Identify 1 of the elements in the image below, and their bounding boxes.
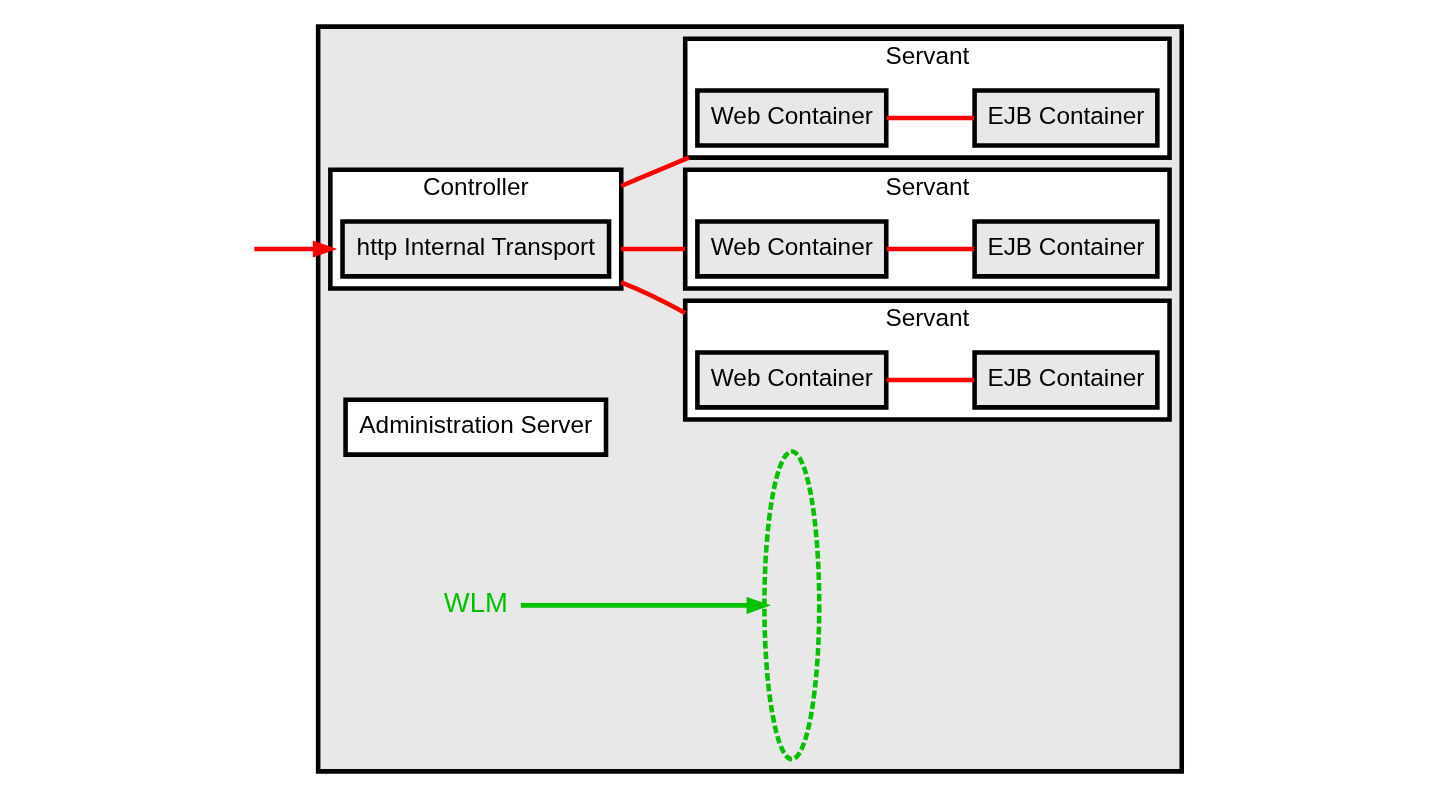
node-text: WLM [443, 587, 508, 619]
